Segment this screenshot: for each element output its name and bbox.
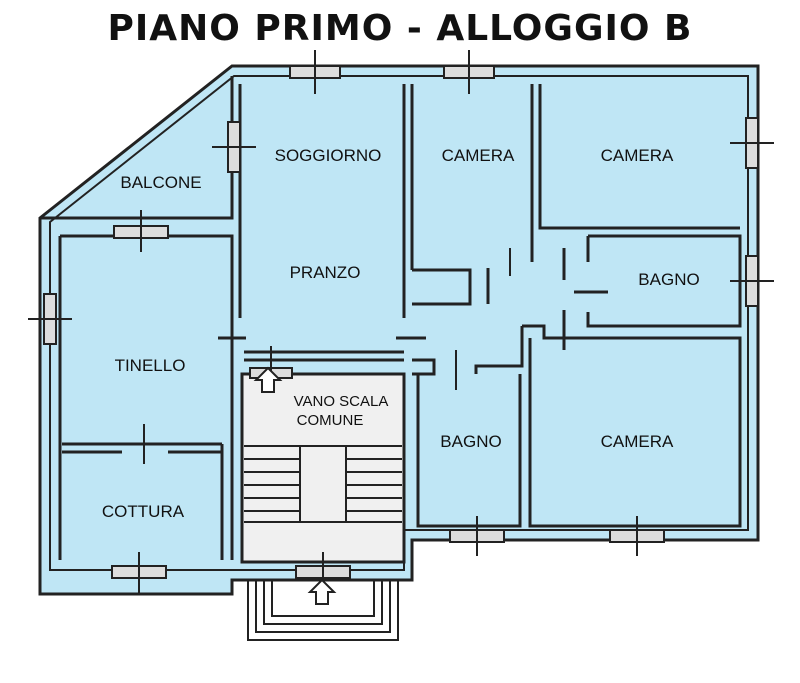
room-label-camera-1: CAMERA [442,146,515,165]
plan-title: PIANO PRIMO - ALLOGGIO B [107,8,693,49]
room-label-camera-2: CAMERA [601,146,674,165]
room-label-bagno-2: BAGNO [440,432,501,451]
room-label-tinello: TINELLO [115,356,186,375]
room-label-cottura: COTTURA [102,502,185,521]
room-label-pranzo: PRANZO [290,263,361,282]
room-label-balcone: BALCONE [120,173,201,192]
up-arrow-icon [307,578,337,605]
room-label-bagno-1: BAGNO [638,270,699,289]
entrance-steps [247,580,399,641]
window-icon [28,50,774,594]
room-label-soggiorno: SOGGIORNO [275,146,382,165]
up-arrow-icon [253,366,283,393]
room-label-vano-scala: VANO SCALA [294,393,389,410]
door-markers [143,248,511,464]
room-label-comune: COMUNE [297,412,364,429]
room-label-camera-3: CAMERA [601,432,674,451]
